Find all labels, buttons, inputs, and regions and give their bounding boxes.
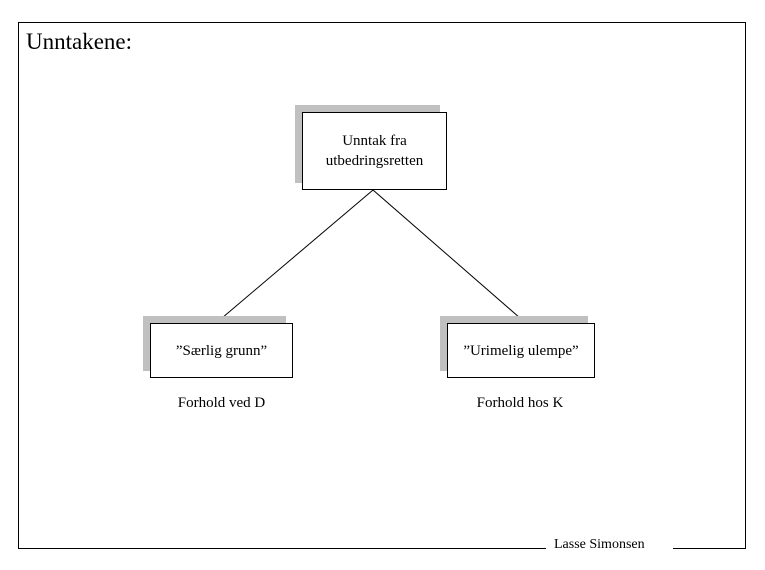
node-label-line1: Unntak fra: [342, 133, 407, 149]
caption-forhold-ved-d: Forhold ved D: [177, 395, 266, 411]
connector-top-to-left: [221, 189, 374, 319]
node-box[interactable]: ”Særlig grunn”: [150, 323, 293, 378]
connector-top-to-right: [372, 189, 521, 319]
node-label: ”Urimelig ulempe”: [463, 342, 579, 359]
node-saerlig-grunn[interactable]: ”Særlig grunn”: [143, 316, 293, 378]
node-box[interactable]: Unntak fra utbedringsretten: [302, 112, 447, 190]
node-urimelig-ulempe[interactable]: ”Urimelig ulempe”: [440, 316, 595, 378]
page-title: Unntakene:: [26, 29, 133, 54]
caption-forhold-hos-k: Forhold hos K: [476, 395, 564, 411]
slide-frame-bottom-left: [18, 548, 546, 549]
slide-frame-right: [745, 22, 746, 549]
node-box[interactable]: ”Urimelig ulempe”: [447, 323, 595, 378]
footer-signature: Lasse Simonsen: [550, 536, 649, 553]
node-label: ”Særlig grunn”: [175, 342, 268, 359]
node-unntak-fra-utbedringsretten[interactable]: Unntak fra utbedringsretten: [295, 105, 447, 190]
slide-frame-top: [18, 22, 746, 23]
slide-frame-left: [18, 22, 19, 549]
slide-frame-bottom-right: [673, 548, 746, 549]
node-label-line2: utbedringsretten: [325, 153, 424, 169]
node-label: Unntak fra utbedringsretten: [322, 131, 427, 171]
